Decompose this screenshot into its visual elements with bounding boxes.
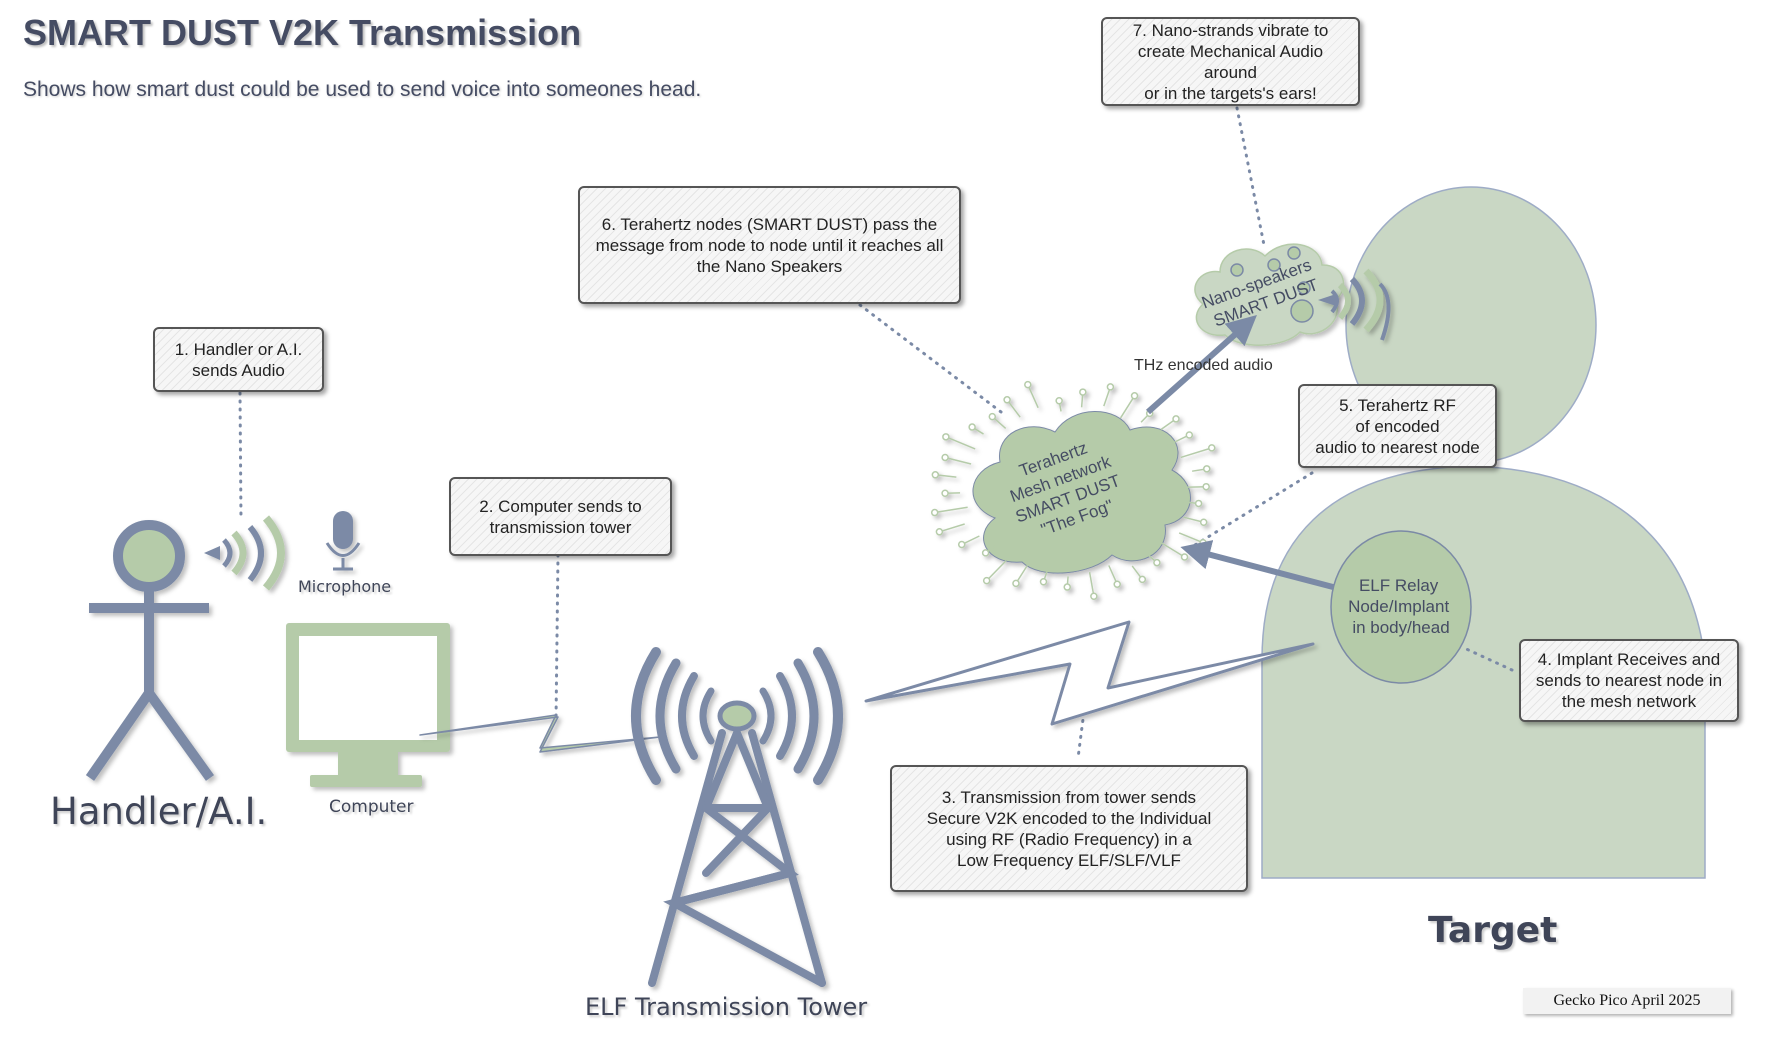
elf-relay-line-1: ELF Relay (1359, 576, 1439, 595)
target-label: Target (1428, 910, 1558, 951)
handler-figure (85, 520, 215, 781)
mesh-node (1138, 575, 1147, 584)
mesh-node (1003, 396, 1011, 404)
mesh-node (1090, 592, 1098, 600)
elf-relay-implant: ELF Relay Node/Implant in body/head (1330, 530, 1472, 684)
mesh-node (942, 433, 950, 441)
mesh-node (1024, 380, 1032, 389)
computer-monitor-icon (286, 623, 450, 787)
mesh-node (1203, 465, 1211, 473)
mesh-network-cloud (930, 380, 1216, 600)
mesh-tendril (934, 506, 968, 514)
mesh-node (941, 489, 949, 498)
mesh-tendril (1166, 434, 1190, 447)
mesh-node (1106, 383, 1115, 391)
microphone-icon (325, 511, 361, 571)
tower-label: ELF Transmission Tower (585, 993, 868, 1021)
mesh-node (988, 412, 997, 421)
callout-step-4: 4. Implant Receives and sends to nearest… (1519, 639, 1739, 722)
elf-relay-line-2: Node/Implant (1348, 597, 1449, 616)
elf-relay-line-3: in body/head (1352, 618, 1449, 637)
mesh-node (1202, 482, 1210, 491)
mesh-tendril (944, 456, 972, 465)
mesh-node (1208, 444, 1216, 452)
credit-label: Gecko Pico April 2025 (1523, 988, 1731, 1014)
mesh-node (1153, 558, 1161, 567)
mesh-node (1039, 577, 1048, 586)
callout-step-7: 7. Nano-strands vibrate to create Mechan… (1101, 17, 1360, 106)
mesh-node (935, 528, 944, 536)
mesh-node (930, 508, 939, 517)
mesh-node (1199, 518, 1208, 526)
mesh-node (982, 576, 991, 585)
mesh-node (1130, 392, 1139, 400)
mesh-node (1194, 499, 1203, 508)
mesh-node (931, 471, 940, 479)
page-title: SMART DUST V2K Transmission (23, 12, 582, 53)
handler-label: Handler/A.I. (50, 790, 268, 833)
mesh-node (1180, 553, 1189, 561)
computer-label: Computer (329, 797, 414, 817)
mesh-tendril (1158, 540, 1185, 558)
transmission-tower-icon (631, 647, 843, 987)
implant-to-mesh-arrow (1180, 540, 1334, 590)
mesh-tendril (1027, 384, 1039, 409)
mesh-to-nano-arrow (1146, 315, 1257, 415)
mesh-node (1055, 396, 1063, 405)
mesh-node (1079, 388, 1087, 396)
callout-step-6: 6. Terahertz nodes (SMART DUST) pass the… (578, 186, 961, 304)
mesh-tendril (986, 560, 1007, 582)
mesh-node (981, 549, 990, 557)
callout-step-2: 2. Computer sends to transmission tower (449, 477, 672, 556)
mesh-tendril (1180, 447, 1212, 459)
nano-sound-waves (1318, 268, 1391, 341)
mesh-node (1063, 583, 1071, 591)
microphone-label: Microphone (298, 577, 392, 596)
handler-sound-waves (204, 515, 285, 591)
callout-step-5: 5. Terahertz RF of encoded audio to near… (1298, 384, 1497, 468)
thz-audio-label: THz encoded audio (1134, 357, 1273, 374)
mesh-node (968, 423, 976, 431)
tower-to-implant-signal (864, 620, 1315, 726)
mesh-tendril (945, 436, 976, 450)
mesh-tendril (1088, 571, 1095, 597)
mesh-node (941, 453, 949, 462)
mesh-node (957, 540, 966, 549)
page-subtitle: Shows how smart dust could be used to se… (23, 78, 702, 101)
svg-text:ELF Relay Node/Implant: ELF Relay Node/Implant in body/head (1348, 576, 1454, 637)
callout-step-3: 3. Transmission from tower sends Secure … (890, 765, 1248, 892)
mesh-node (1113, 580, 1121, 588)
computer-to-tower-signal (419, 714, 661, 753)
mesh-tendril (1119, 395, 1136, 419)
callout-step-1: 1. Handler or A.I. sends Audio (153, 327, 324, 392)
mesh-node (1172, 415, 1180, 423)
mesh-node (1012, 579, 1020, 588)
mesh-node (1199, 538, 1207, 547)
mesh-node (1185, 431, 1194, 439)
mesh-tendril (939, 523, 965, 533)
mesh-tendril (1178, 532, 1204, 544)
